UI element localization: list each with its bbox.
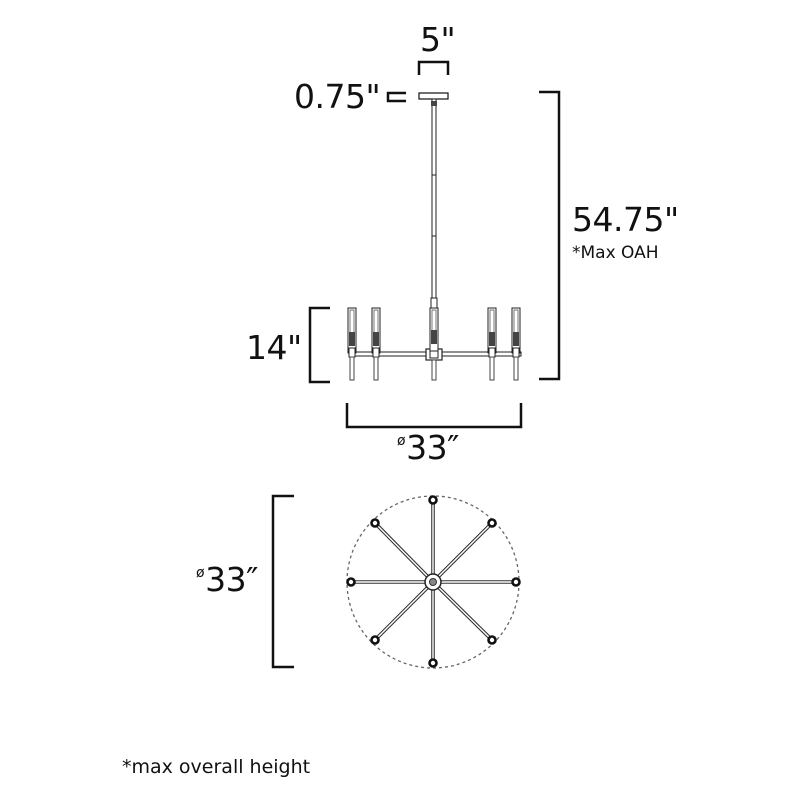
diameter-symbol-icon: ø [196, 565, 205, 581]
diameter-symbol-icon: ø [397, 433, 406, 449]
light-1 [347, 307, 357, 381]
canopy [418, 92, 449, 100]
light-2 [371, 307, 381, 381]
light-3 [429, 307, 439, 381]
fixture-height-bracket [308, 306, 330, 384]
top-diameter-bracket [271, 494, 294, 669]
footnote: *max overall height [122, 756, 311, 778]
canopy-width-bracket [417, 60, 450, 75]
light-4 [487, 307, 497, 381]
canopy-width-label: 5" [420, 20, 456, 59]
fixture-height-label: 14" [246, 328, 302, 367]
fixture-width-label: ø33″ [397, 428, 459, 467]
top-diameter-value: 33″ [205, 560, 258, 599]
downrod [431, 98, 437, 310]
fixture-width-value: 33″ [406, 428, 459, 467]
canopy-height-label: 0.75" [294, 77, 381, 116]
top-diameter-label: ø33″ [196, 560, 258, 599]
top-view [271, 494, 521, 669]
sockets [346, 495, 521, 668]
light-5 [511, 307, 521, 381]
canopy-height-bracket [386, 91, 406, 103]
overall-height-note: *Max OAH [572, 243, 659, 263]
side-view [308, 60, 561, 429]
overall-height-bracket [539, 90, 561, 381]
fixture-width-bracket [345, 403, 523, 429]
overall-height-label: 54.75" [572, 200, 679, 239]
